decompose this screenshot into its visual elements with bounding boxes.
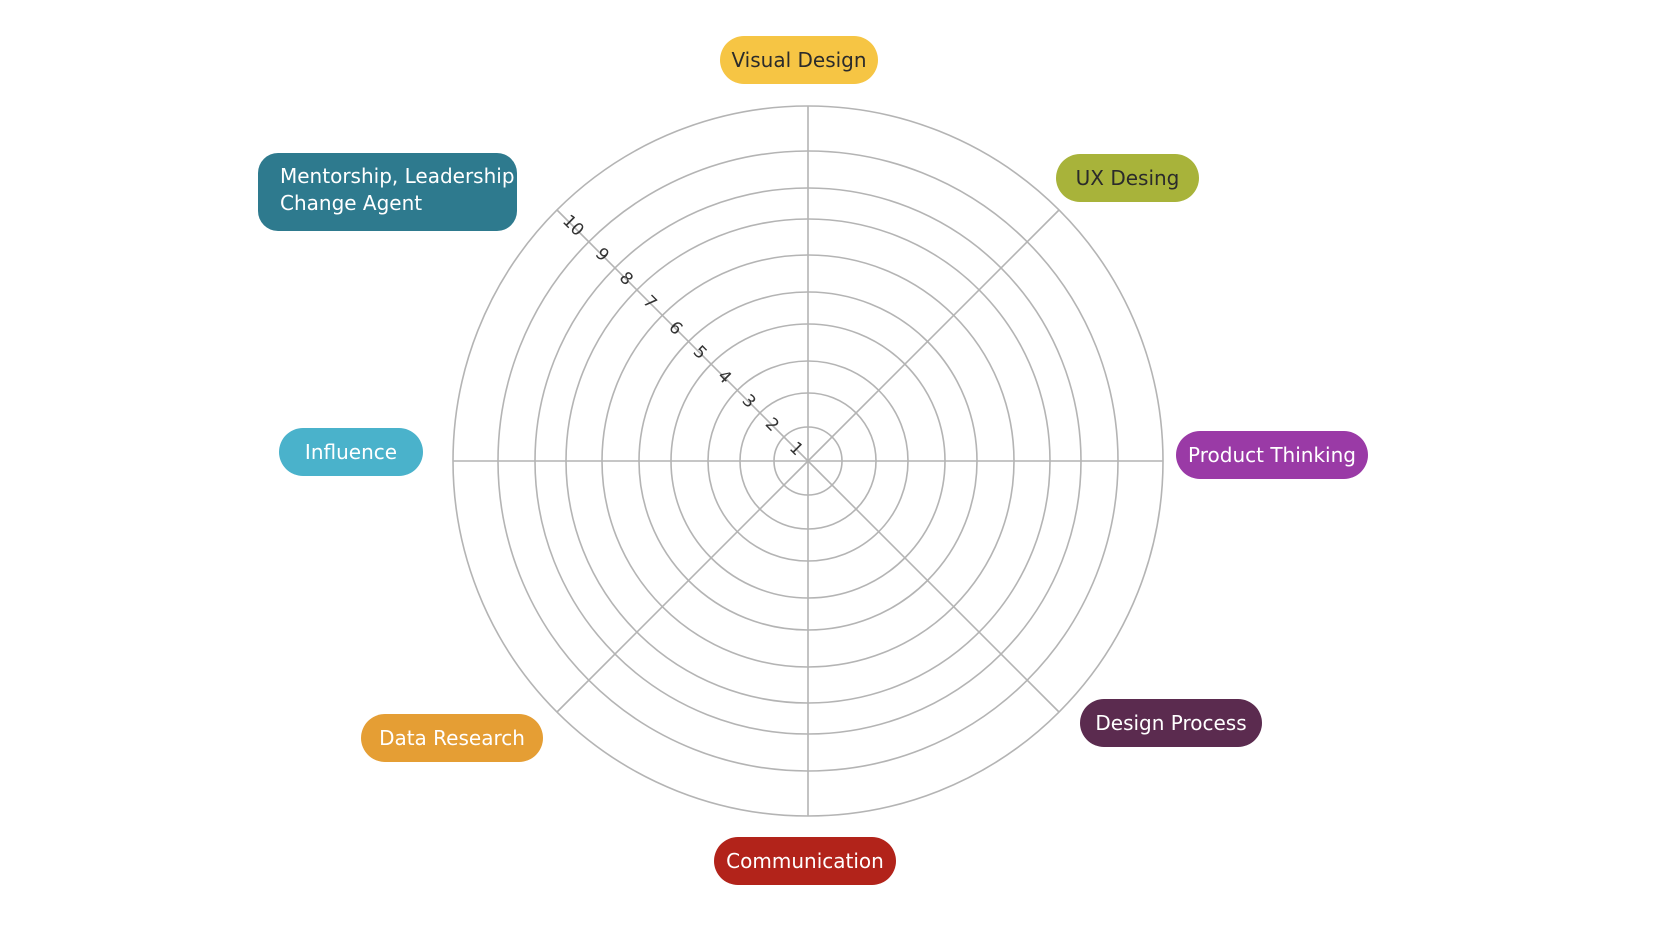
influence-label: Influence xyxy=(279,428,423,476)
ux-design-text: UX Desing xyxy=(1075,165,1180,190)
communication-label: Communication xyxy=(714,837,896,885)
data-research-text: Data Research xyxy=(379,725,525,750)
visual-design-text: Visual Design xyxy=(731,47,867,72)
wheel-spoke-8 xyxy=(556,209,809,462)
product-thinking-label: Product Thinking xyxy=(1176,431,1368,479)
visual-design-label: Visual Design xyxy=(720,36,878,84)
wheel-spokes xyxy=(453,106,1163,816)
product-thinking-text: Product Thinking xyxy=(1188,442,1356,467)
wheel-spoke-6 xyxy=(556,460,809,713)
ux-design-label: UX Desing xyxy=(1056,154,1199,202)
wheel-spoke-2 xyxy=(807,209,1060,462)
design-process-label: Design Process xyxy=(1080,699,1262,747)
mentorship-text-line2: Change Agent xyxy=(280,191,423,215)
data-research-label: Data Research xyxy=(361,714,543,762)
wheel-spoke-4 xyxy=(807,460,1060,713)
influence-text: Influence xyxy=(304,439,398,464)
mentorship-text-line1: Mentorship, Leadership xyxy=(280,164,515,188)
communication-text: Communication xyxy=(726,848,884,873)
mentorship-label: Mentorship, Leadership Change Agent xyxy=(258,153,517,231)
design-process-text: Design Process xyxy=(1095,710,1247,735)
